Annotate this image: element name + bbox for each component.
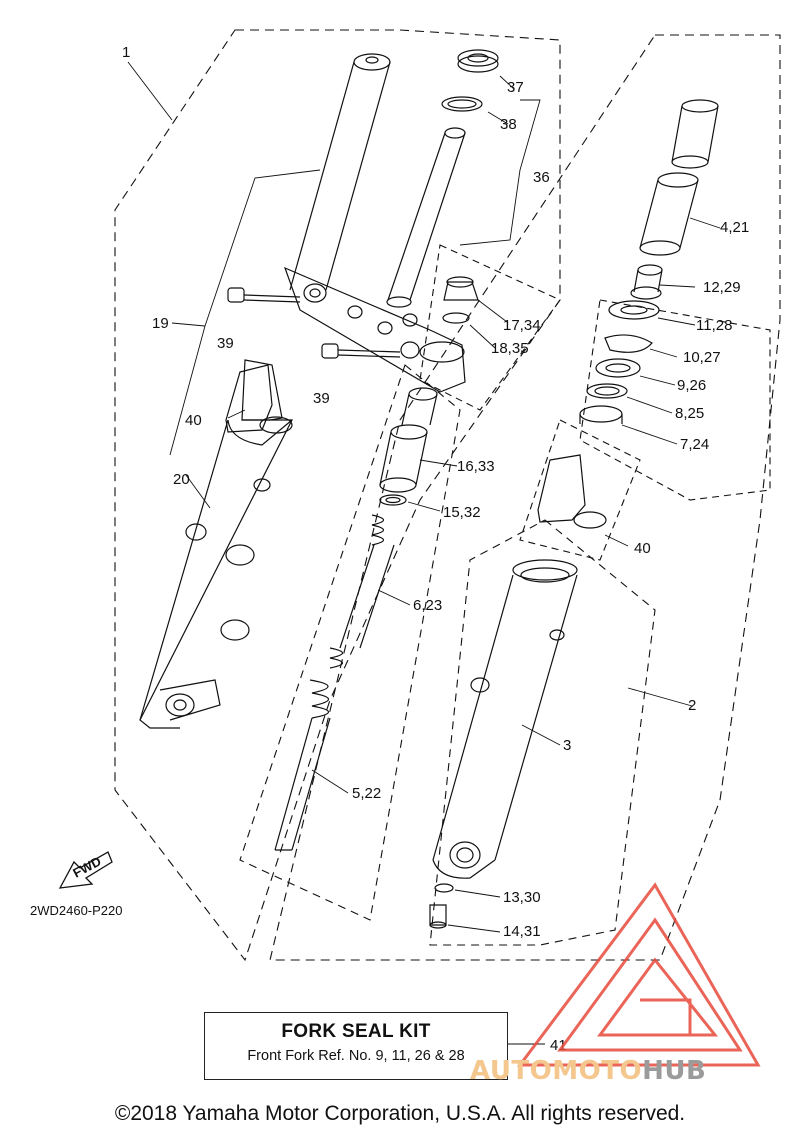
callout-38: 38 (500, 116, 517, 133)
callout-1: 1 (122, 44, 130, 61)
seal-11 (608, 300, 660, 320)
fwd-arrow-icon (58, 851, 113, 889)
watermark-wordmark: AUTOMOTOHUB (470, 1056, 706, 1086)
callout-40-right: 40 (634, 540, 651, 557)
callout-8-25: 8,25 (675, 405, 704, 422)
callout-2: 2 (688, 697, 696, 714)
group-outline-2 (429, 519, 656, 946)
left-inner-tube (289, 53, 391, 291)
callout-19: 19 (152, 315, 169, 332)
group-outline-guard-right (519, 419, 641, 561)
callout-7-24: 7,24 (680, 436, 709, 453)
watermark-text-auto: AUTO (470, 1056, 553, 1086)
fork-cap-37 (457, 49, 499, 73)
copyright-notice: ©2018 Yamaha Motor Corporation, U.S.A. A… (114, 1102, 686, 1125)
callout-5-22: 5,22 (352, 785, 381, 802)
callout-3: 3 (563, 737, 571, 754)
callout-11-28: 11,28 (696, 317, 732, 334)
kit-title: FORK SEAL KIT (281, 1021, 431, 1042)
fork-guard-40-right (537, 454, 607, 529)
dust-seal-9 (595, 358, 641, 378)
callout-6-23: 6,23 (413, 597, 442, 614)
cap-bolt-17 (443, 276, 479, 301)
washer-13 (434, 883, 454, 893)
watermark-logo (517, 882, 761, 1067)
left-outer-tube (139, 359, 293, 729)
cartridge-36 (386, 127, 466, 308)
diagram-code: 2WD2460-P220 (30, 903, 123, 918)
washer-15 (379, 494, 407, 506)
callout-18-35: 18,35 (491, 340, 529, 357)
callout-10-27: 10,27 (683, 349, 721, 366)
spring-6 (329, 514, 395, 669)
seal-7 (579, 405, 623, 424)
bushing-12 (630, 264, 663, 300)
callout-13-30: 13,30 (503, 889, 541, 906)
callout-12-29: 12,29 (703, 279, 741, 296)
left-triple-clamp (283, 266, 466, 393)
callout-16-33: 16,33 (457, 458, 495, 475)
watermark-text-moto: MOTO (552, 1056, 643, 1086)
callout-40-left: 40 (185, 412, 202, 429)
callout-20: 20 (173, 471, 190, 488)
group-outline-seals (579, 299, 771, 501)
callout-39-upper: 39 (217, 335, 234, 352)
spacer-16 (379, 387, 438, 493)
bolt-14 (429, 904, 447, 929)
leader-lines (127, 61, 721, 1045)
fork-guard-40-left (225, 364, 293, 434)
kit-subtitle: Front Fork Ref. No. 9, 11, 26 & 28 (247, 1048, 465, 1064)
callout-36: 36 (533, 169, 550, 186)
bolt-39-lower (321, 343, 401, 359)
bolt-39-upper (227, 287, 301, 303)
group-outline-1 (114, 29, 561, 962)
callout-39-lower: 39 (313, 390, 330, 407)
fwd-label: FWD (70, 854, 103, 881)
callout-9-26: 9,26 (677, 377, 706, 394)
group-outline-cap (419, 244, 561, 411)
oring-18 (442, 312, 470, 324)
washer-8 (586, 383, 628, 399)
group-outline-inner (239, 364, 461, 921)
callout-15-32: 15,32 (443, 504, 481, 521)
outer-tube-3 (432, 559, 578, 879)
clip-10 (604, 334, 653, 353)
fork-seal-kit-box: FORK SEAL KIT Front Fork Ref. No. 9, 11,… (204, 1012, 508, 1080)
callout-14-31: 14,31 (503, 923, 541, 940)
callout-4-21: 4,21 (720, 219, 749, 236)
callout-37: 37 (507, 79, 524, 96)
watermark-text-hub: HUB (642, 1056, 707, 1086)
oring-38 (441, 96, 483, 112)
group-outline-right (269, 34, 781, 961)
bushing-4 (639, 99, 719, 256)
damper-rod-5 (274, 679, 331, 851)
callout-17-34: 17,34 (503, 317, 541, 334)
